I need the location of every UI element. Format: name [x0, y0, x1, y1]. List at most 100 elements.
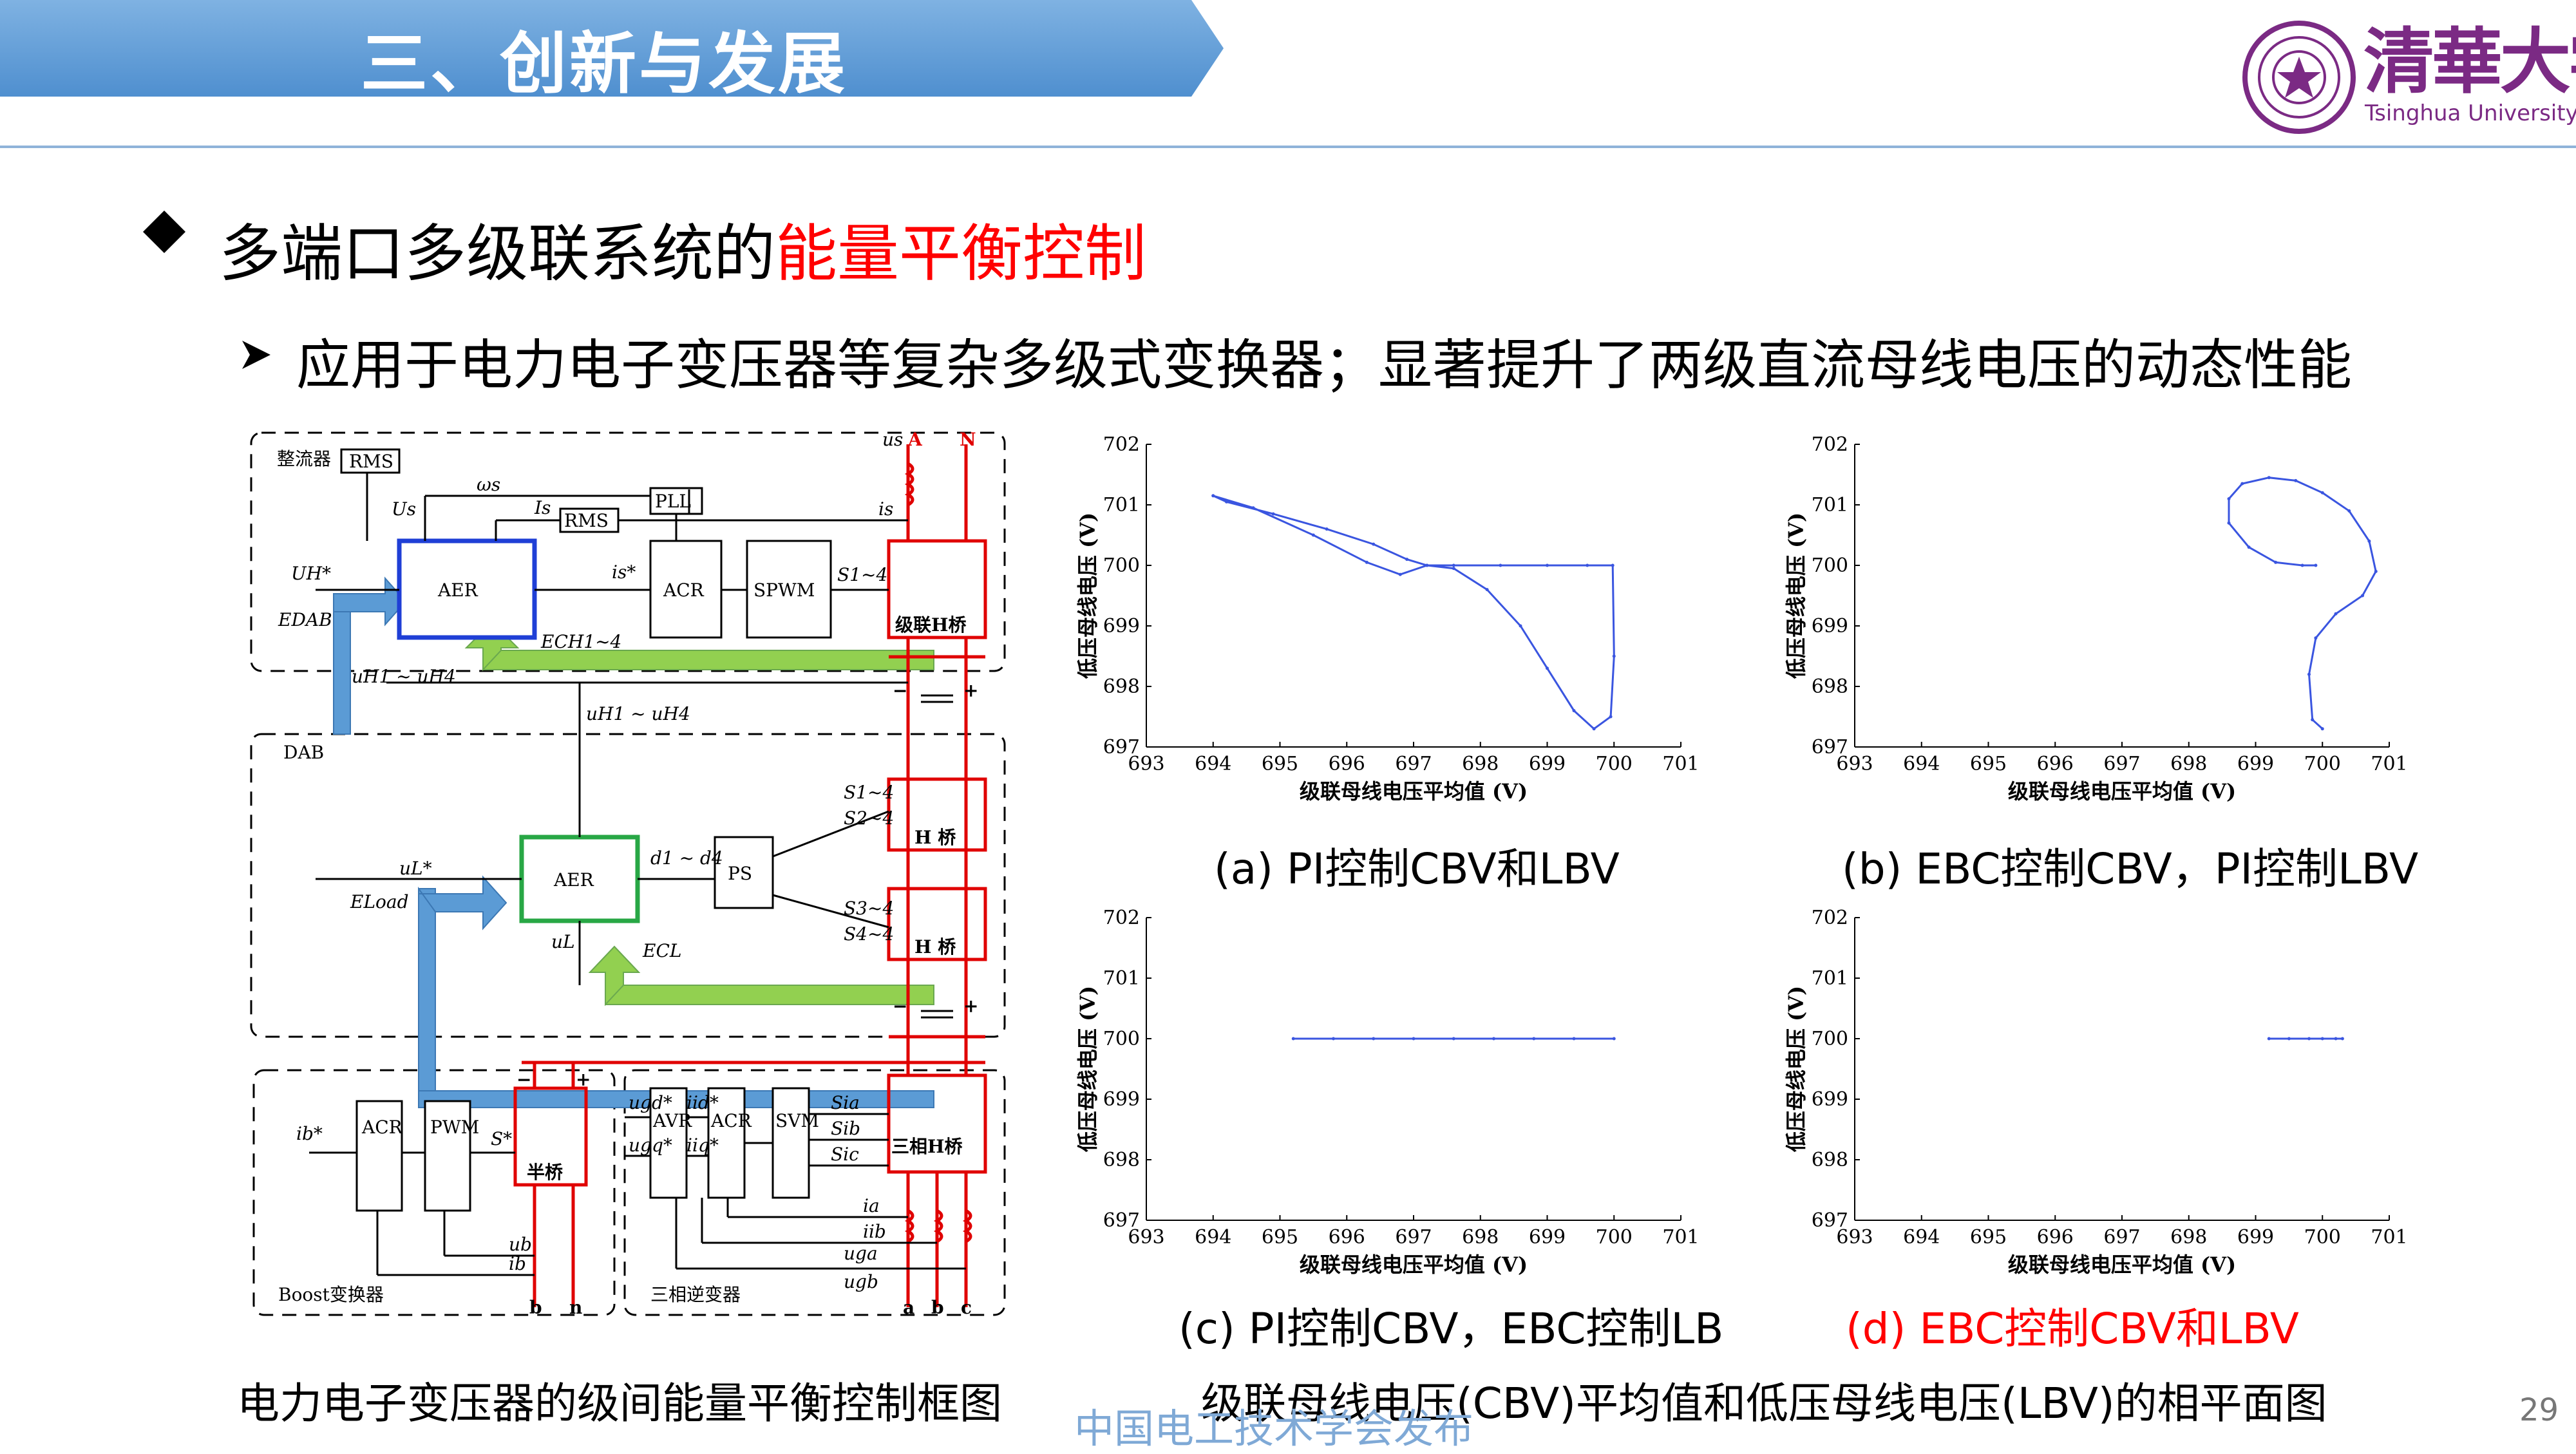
logo-chinese-name: 清華大学: [2363, 20, 2576, 103]
terminal-b-text: b: [529, 1297, 542, 1318]
plot-caption-1: (a) PI控制CBV和LBV: [1214, 844, 1620, 894]
data-point: [1452, 567, 1455, 571]
y-tick-label: 700: [1103, 554, 1140, 577]
data-point: [1452, 1037, 1455, 1041]
pll-block: [649, 487, 703, 515]
watermark: 中国电工技术学会发布: [1074, 1405, 1474, 1452]
aer-top-text: AER: [437, 580, 478, 601]
data-point: [1372, 1037, 1376, 1041]
data-point: [1492, 1037, 1495, 1041]
uga-text: uga: [844, 1243, 878, 1264]
x-tick-label: 701: [2371, 753, 2407, 775]
x-tick-label: 696: [2037, 753, 2074, 775]
y-axis-label: 低压母线电压 (V): [1075, 513, 1100, 679]
ecl-text: ECL: [642, 940, 681, 961]
x-tick-label: 694: [1195, 1226, 1231, 1249]
x-tick-label: 695: [1970, 1226, 2007, 1249]
section-title: 三、创新与发展: [361, 24, 848, 103]
x-tick-label: 698: [2170, 1226, 2207, 1249]
x-axis-label: 级联母线电压平均值 (V): [1300, 779, 1528, 804]
x-tick-label: 699: [1529, 753, 1566, 775]
data-point: [2300, 563, 2304, 567]
data-point: [1332, 1037, 1335, 1041]
three-phase-h-text: 三相H桥: [891, 1136, 962, 1157]
data-point: [1365, 560, 1368, 564]
boost-label: Boost变换器: [278, 1284, 384, 1305]
series-line: [1213, 495, 1615, 730]
data-point: [1271, 512, 1275, 516]
data-point: [1546, 666, 1549, 670]
data-point: [2311, 718, 2315, 722]
inverter-region: [623, 1069, 1006, 1316]
data-point: [1485, 588, 1489, 592]
x-tick-label: 696: [1329, 753, 1365, 775]
dab-label: DAB: [283, 742, 324, 763]
data-point: [1452, 563, 1455, 567]
inverter-label: 三相逆变器: [650, 1284, 741, 1305]
uh-range-text-2: uH1 ~ uH4: [586, 703, 690, 724]
avr-block: [649, 1087, 688, 1199]
acr-boost-text: ACR: [361, 1117, 403, 1138]
header-divider: [0, 146, 2576, 148]
ul-text: uL: [551, 931, 575, 952]
data-point: [2347, 509, 2351, 513]
y-tick-label: 700: [1103, 1028, 1140, 1050]
x-tick-label: 700: [2304, 753, 2341, 775]
data-point: [1398, 572, 1402, 576]
y-tick-label: 699: [1103, 1088, 1140, 1111]
pll-text: PLL: [655, 491, 691, 512]
y-tick-label: 701: [1103, 967, 1140, 990]
y-tick-label: 697: [1812, 736, 1848, 759]
data-point: [1291, 1037, 1295, 1041]
plot-caption-2: (b) EBC控制CBV，PI控制LBV: [1842, 844, 2419, 894]
x-tick-label: 695: [1262, 1226, 1298, 1249]
y-tick-label: 702: [1812, 907, 1848, 929]
x-axis-label: 级联母线电压平均值 (V): [1300, 1252, 1528, 1277]
data-point: [2374, 569, 2378, 573]
y-axis-label: 低压母线电压 (V): [1784, 513, 1808, 679]
data-point: [1372, 542, 1376, 546]
pwm-text: PWM: [430, 1117, 479, 1138]
acr-block-boost: [355, 1100, 403, 1212]
data-point: [2361, 594, 2364, 598]
data-point: [1251, 506, 1255, 510]
y-tick-label: 698: [1103, 675, 1140, 698]
x-tick-label: 699: [2237, 1226, 2274, 1249]
aer-mid-text: AER: [553, 869, 594, 891]
h-bridge-2: [887, 887, 987, 961]
is-ref-text: is*: [612, 562, 636, 583]
data-point: [2287, 1037, 2291, 1041]
data-point: [1311, 533, 1315, 537]
sc-text: S3~4: [844, 898, 894, 919]
data-point: [2320, 727, 2324, 731]
three-phase-h-bridge: [887, 1073, 987, 1174]
h-bridge-1-text: H 桥: [914, 827, 956, 848]
bullet-heading: 多端口多级联系统的能量平衡控制: [219, 203, 1146, 293]
terminal-a2-text: a: [903, 1297, 914, 1318]
ps-block: [714, 836, 774, 909]
y-tick-label: 702: [1103, 433, 1140, 456]
half-bridge: [513, 1086, 588, 1187]
iid-text: iid*: [687, 1092, 719, 1113]
data-point: [1519, 624, 1522, 628]
plus-text-1: +: [963, 680, 978, 701]
plot-caption-3: (c) PI控制CBV，EBC控制LB: [1179, 1304, 1724, 1354]
acr-inv-text: ACR: [710, 1110, 752, 1131]
data-point: [2247, 545, 2251, 549]
diagram-caption: 电力电子变压器的级间能量平衡控制框图: [237, 1379, 1002, 1428]
rectifier-region: [250, 431, 1006, 672]
data-point: [1609, 715, 1613, 719]
acr-block-inv: [707, 1087, 746, 1199]
pwm-block: [424, 1100, 471, 1212]
data-point: [1586, 563, 1589, 567]
data-point: [1546, 563, 1549, 567]
x-tick-label: 693: [1128, 1226, 1164, 1249]
data-point: [1412, 1037, 1416, 1041]
x-tick-label: 694: [1903, 753, 1940, 775]
omega-text: ωs: [477, 474, 500, 495]
cascade-h-text: 级联H桥: [895, 614, 966, 636]
avr-text: AVR: [652, 1110, 692, 1131]
